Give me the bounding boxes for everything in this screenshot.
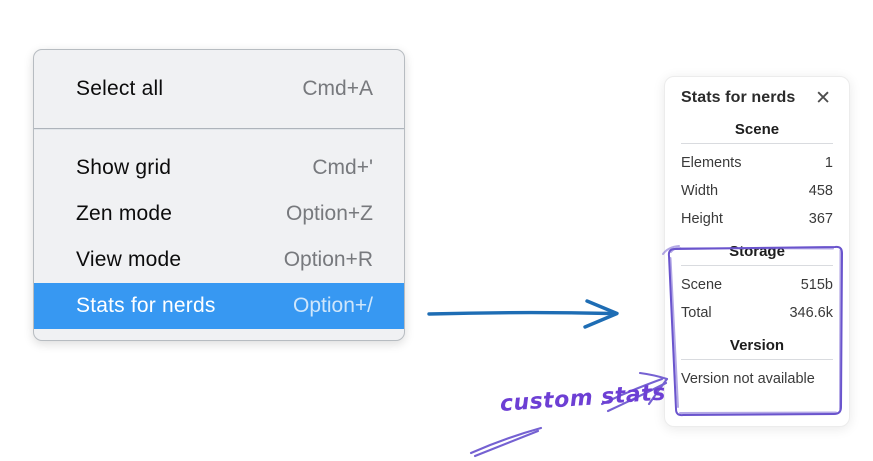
menu-item-label: Select all — [76, 77, 164, 100]
stat-label: Scene — [681, 277, 723, 293]
stat-label: Height — [681, 211, 723, 227]
stat-label: Width — [681, 183, 719, 199]
close-icon[interactable]: ✕ — [815, 86, 831, 109]
stat-value: 367 — [808, 211, 833, 227]
menu-item-label: Show grid — [76, 156, 172, 179]
menu-item-shortcut: Option+Z — [286, 202, 373, 225]
stats-panel: Stats for nerds ✕ Scene Elements 1 Width… — [664, 76, 850, 427]
menu-item-select-all[interactable]: Select all Cmd+A — [34, 64, 404, 114]
section-version: Version Version not available — [681, 337, 833, 393]
stat-row-scene-storage: Scene 515b — [681, 271, 833, 299]
custom-stats-annotation: custom stats — [499, 380, 667, 417]
stat-row-width: Width 458 — [681, 177, 833, 205]
stat-value: 346.6k — [789, 305, 833, 321]
menu-item-shortcut: Option+/ — [293, 294, 373, 317]
stat-row-elements: Elements 1 — [681, 149, 833, 177]
divider — [681, 143, 833, 144]
menu-item-show-grid[interactable]: Show grid Cmd+' — [34, 145, 404, 191]
section-heading: Scene — [734, 121, 780, 138]
stats-panel-header: Stats for nerds ✕ — [681, 87, 833, 109]
menu-group-top: Select all Cmd+A — [34, 50, 404, 128]
section-heading: Version — [729, 337, 785, 354]
version-note: Version not available — [681, 371, 815, 387]
panel-title: Stats for nerds — [681, 89, 796, 106]
section-storage: Storage Scene 515b Total 346.6k — [681, 243, 833, 327]
menu-group-bottom: Show grid Cmd+' Zen mode Option+Z View m… — [34, 130, 404, 339]
stat-label: Total — [681, 305, 712, 321]
stat-row-total-storage: Total 346.6k — [681, 299, 833, 327]
divider — [681, 265, 833, 266]
menu-item-label: View mode — [76, 248, 182, 271]
section-heading: Storage — [729, 243, 785, 260]
context-menu: Select all Cmd+A Show grid Cmd+' Zen mod… — [33, 49, 405, 341]
menu-item-zen-mode[interactable]: Zen mode Option+Z — [34, 191, 404, 237]
menu-item-view-mode[interactable]: View mode Option+R — [34, 237, 404, 283]
stat-value: 458 — [808, 183, 833, 199]
stat-value: 515b — [800, 277, 833, 293]
stat-row-height: Height 367 — [681, 205, 833, 233]
menu-item-stats-for-nerds[interactable]: Stats for nerds Option+/ — [34, 283, 404, 329]
menu-item-shortcut: Cmd+A — [302, 77, 373, 100]
menu-item-shortcut: Cmd+' — [312, 156, 373, 179]
menu-item-label: Zen mode — [76, 202, 173, 225]
menu-divider — [34, 128, 404, 130]
divider — [681, 359, 833, 360]
menu-item-shortcut: Option+R — [283, 248, 373, 271]
menu-to-panel-arrow — [427, 299, 619, 329]
stat-label: Elements — [681, 155, 742, 171]
menu-item-label: Stats for nerds — [76, 294, 216, 317]
stat-value: 1 — [824, 155, 833, 171]
section-scene: Scene Elements 1 Width 458 Height 367 — [681, 121, 833, 233]
